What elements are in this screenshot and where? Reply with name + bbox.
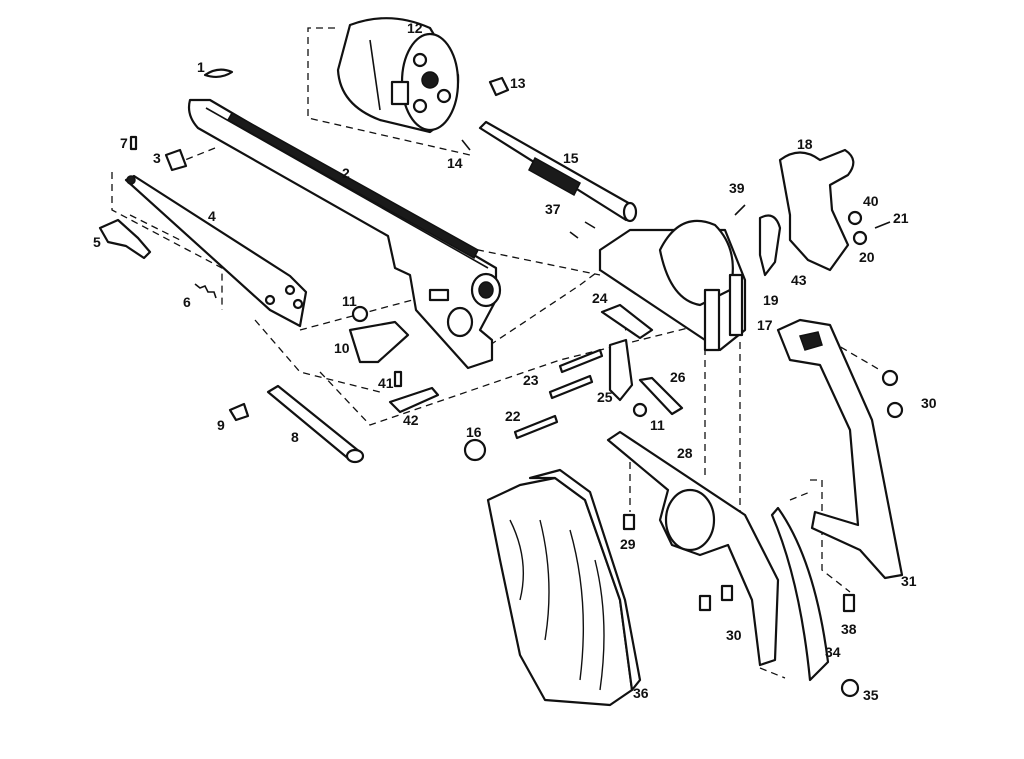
part-39-pin <box>734 204 746 216</box>
label-20: 20 <box>859 249 875 265</box>
label-4: 4 <box>208 208 216 224</box>
part-30-screw-upper-b <box>886 401 904 419</box>
part-25-trigger <box>608 338 634 402</box>
part-11-screw-lower <box>632 402 648 418</box>
part-30-screw-lower-b <box>720 584 734 602</box>
part-7-screw <box>129 135 138 151</box>
part-12-cylinder <box>336 17 460 134</box>
label-25: 25 <box>597 389 613 405</box>
label-34: 34 <box>825 644 841 660</box>
part-9-screw <box>228 402 250 422</box>
part-37-pins <box>569 221 596 239</box>
label-17: 17 <box>757 317 773 333</box>
part-8-rammer-lever <box>266 384 362 462</box>
part-29-screw <box>622 513 636 531</box>
part-24-bolt <box>600 303 654 340</box>
label-42: 42 <box>403 412 419 428</box>
label-7: 7 <box>120 135 128 151</box>
label-26: 26 <box>670 369 686 385</box>
label-30-upper: 30 <box>921 395 937 411</box>
part-14-pin <box>461 139 471 151</box>
label-35: 35 <box>863 687 879 703</box>
part-34-grip-spacer <box>770 506 830 682</box>
part-1-front-sight <box>203 68 234 79</box>
label-3: 3 <box>153 150 161 166</box>
part-30-screw-upper <box>881 369 899 387</box>
label-43: 43 <box>791 272 807 288</box>
label-5: 5 <box>93 234 101 250</box>
label-37: 37 <box>545 201 561 217</box>
label-28: 28 <box>677 445 693 461</box>
part-26-spring <box>638 376 684 416</box>
part-36-grips <box>486 468 642 707</box>
part-13-nipple <box>488 76 510 97</box>
part-4-loading-lever <box>124 174 308 328</box>
label-11-upper: 11 <box>342 293 357 309</box>
part-35-screw <box>840 678 860 698</box>
part-16-screw <box>463 438 487 462</box>
label-12: 12 <box>407 20 423 36</box>
label-18: 18 <box>797 136 813 152</box>
label-36: 36 <box>633 685 649 701</box>
label-29: 29 <box>620 536 636 552</box>
label-2: 2 <box>342 165 350 181</box>
label-39: 39 <box>729 180 745 196</box>
part-21-pin <box>874 221 891 229</box>
part-10-rammer <box>348 320 410 364</box>
label-19: 19 <box>763 292 779 308</box>
part-41-pin <box>393 370 403 388</box>
part-22-screw <box>513 414 559 440</box>
part-20-screw <box>852 230 868 246</box>
part-43-hand <box>758 214 782 277</box>
label-30-lower: 30 <box>726 627 742 643</box>
label-24: 24 <box>592 290 608 306</box>
label-1: 1 <box>197 59 205 75</box>
part-23-screw-b <box>548 374 594 400</box>
part-11-screw-upper <box>351 305 369 323</box>
part-40-screw <box>847 210 863 226</box>
part-38-screw <box>842 593 856 613</box>
part-30-screw-lower <box>698 594 712 612</box>
part-18-hammer <box>778 148 855 272</box>
label-11-lower: 11 <box>650 417 665 433</box>
label-13: 13 <box>510 75 526 91</box>
label-16: 16 <box>466 424 482 440</box>
part-number-labels: 1 2 3 4 5 6 7 8 9 10 11 11 12 13 14 15 1… <box>93 20 937 703</box>
part-42-plunger <box>388 386 440 414</box>
label-14: 14 <box>447 155 463 171</box>
part-6-spring <box>194 283 217 299</box>
label-41: 41 <box>378 375 394 391</box>
label-23: 23 <box>523 372 539 388</box>
part-23-screw-a <box>558 348 604 374</box>
label-8: 8 <box>291 429 299 445</box>
part-17-frame <box>598 219 747 352</box>
part-15-arbor <box>478 120 638 223</box>
part-31-backstrap <box>776 318 904 580</box>
label-9: 9 <box>217 417 225 433</box>
part-3-wedge-spring <box>164 148 188 172</box>
label-6: 6 <box>183 294 191 310</box>
part-2-barrel <box>187 98 502 370</box>
label-40: 40 <box>863 193 879 209</box>
label-22: 22 <box>505 408 521 424</box>
label-15: 15 <box>563 150 579 166</box>
label-21: 21 <box>893 210 909 226</box>
label-38: 38 <box>841 621 857 637</box>
label-31: 31 <box>901 573 917 589</box>
part-5-latch <box>98 218 152 260</box>
label-10: 10 <box>334 340 350 356</box>
